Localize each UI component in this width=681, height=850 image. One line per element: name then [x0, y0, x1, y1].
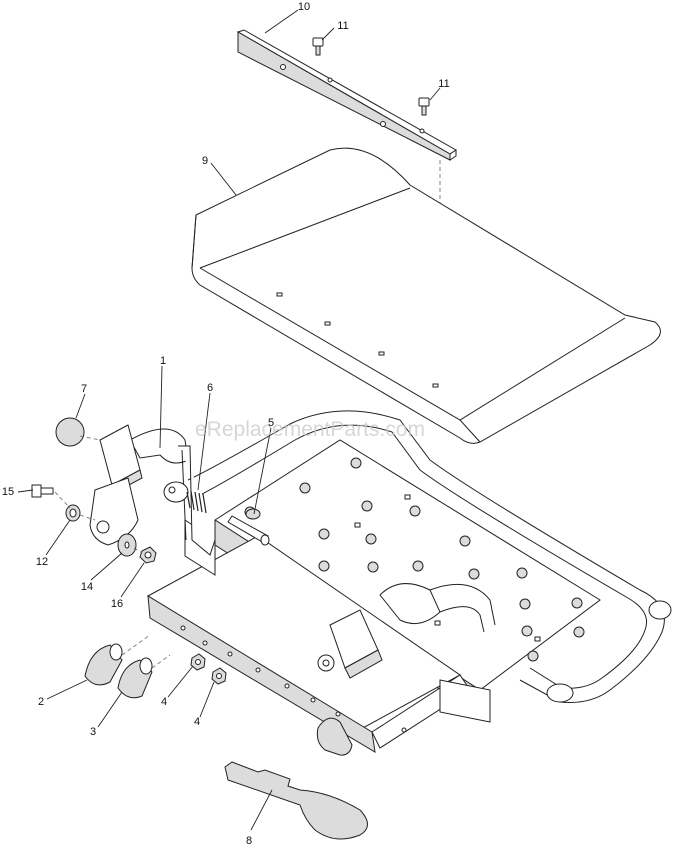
part-4-nut-lower [211, 667, 227, 685]
right-hinge-assembly [317, 583, 496, 679]
channel-holes [180, 625, 407, 733]
callout-14: 14 [81, 581, 93, 593]
part-16-nut [139, 546, 157, 564]
part-14-washer [117, 533, 137, 557]
front-channel-frame [147, 519, 491, 756]
callout-8: 8 [246, 835, 252, 847]
callout-11-upper: 11 [337, 20, 348, 32]
part-6-spring [163, 481, 207, 514]
callout-3: 3 [90, 726, 96, 738]
watermark: eReplacementParts.com [195, 418, 425, 441]
callout-6: 6 [207, 382, 213, 394]
plate-holes [244, 457, 585, 662]
part-15-bolt [31, 484, 54, 498]
callout-labels: 10 11 11 9 1 7 6 5 15 12 14 16 2 3 4 4 8 [2, 1, 450, 847]
part-9-foot-pan [191, 147, 661, 444]
part-7-knob [55, 417, 85, 447]
callout-16: 16 [111, 598, 123, 610]
part-2-bumper [84, 643, 123, 686]
alignment-lines [54, 435, 171, 669]
callout-4-upper: 4 [161, 696, 167, 708]
leader-lines [17, 9, 441, 831]
callout-7: 7 [81, 383, 87, 395]
callout-1: 1 [160, 355, 166, 367]
part-1-hinge-arm [89, 424, 216, 556]
callout-15: 15 [2, 486, 14, 498]
callout-10: 10 [298, 1, 310, 13]
part-4-nut-upper [190, 653, 206, 671]
part-3-bumper [117, 657, 153, 699]
part-5-pin [227, 508, 270, 546]
bumper-rear [316, 717, 353, 756]
part-12-bushing [65, 504, 81, 522]
part-11-screw-lower [418, 97, 430, 116]
callout-5: 5 [268, 417, 274, 429]
part-10-bracket [236, 29, 457, 161]
callout-2: 2 [38, 696, 44, 708]
part-11-screw-upper [312, 37, 324, 56]
callout-11-lower: 11 [438, 78, 449, 90]
callout-12: 12 [36, 556, 48, 568]
callout-4-lower: 4 [194, 716, 200, 728]
callout-9: 9 [202, 155, 208, 167]
part-8-key [224, 761, 368, 840]
